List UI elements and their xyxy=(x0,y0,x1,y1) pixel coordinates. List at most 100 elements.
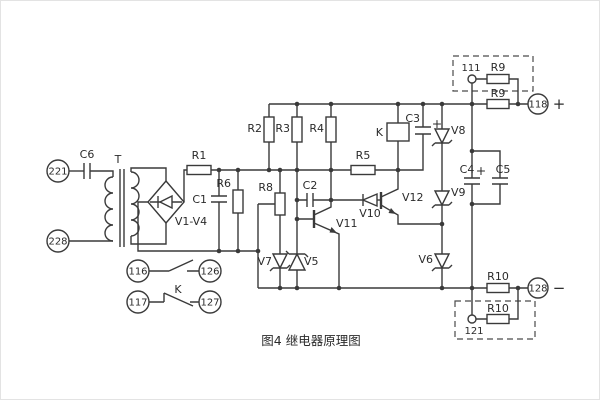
terminal-126-label: 126 xyxy=(200,267,219,278)
resistor-r8 xyxy=(274,192,286,216)
resistor-r1-label: R1 xyxy=(192,149,207,162)
bias-branch: R8 V7 xyxy=(257,170,291,288)
terminal-111 xyxy=(467,74,477,84)
resistor-r5 xyxy=(350,164,376,176)
diode-v7-label: V7 xyxy=(257,255,272,268)
wire xyxy=(476,288,519,320)
relay-coil-k-label: K xyxy=(376,126,384,139)
negative-sign: − xyxy=(553,279,566,297)
resistor-r9-top-label: R9 xyxy=(491,61,506,74)
resistor-r4 xyxy=(325,116,337,143)
diode-v7 xyxy=(271,253,289,270)
diode-v6-label: V6 xyxy=(418,253,433,266)
diode-v5-label: V5 xyxy=(304,255,319,268)
wire xyxy=(476,78,519,104)
relay-coil-k xyxy=(386,122,410,142)
capacitor-c3-label: C3 xyxy=(405,112,420,125)
junction-dots xyxy=(216,101,521,291)
terminal-121 xyxy=(467,314,477,324)
zener-v9-label: V9 xyxy=(451,186,466,199)
capacitor-c2-label: C2 xyxy=(303,179,318,192)
resistor-r3-label: R3 xyxy=(275,122,290,135)
relay-contact-k-label: K xyxy=(174,283,182,296)
capacitor-c3 xyxy=(415,126,431,135)
filter-section: R1 R5 C1 R6 xyxy=(186,134,424,251)
resistor-r6 xyxy=(232,189,244,214)
mid-rail-right xyxy=(375,134,424,171)
relay-coil-section: K C3 + xyxy=(376,104,442,170)
capacitor-c4 xyxy=(464,177,480,185)
transformer-label: T xyxy=(114,153,122,166)
wire xyxy=(130,223,167,245)
resistor-r9-main-label: R9 xyxy=(491,87,506,100)
transistor-v11: V11 xyxy=(297,200,358,288)
terminal-118-label: 118 xyxy=(528,100,547,111)
r8-tap-wire xyxy=(257,203,275,288)
diode-v6 xyxy=(433,253,451,270)
resistor-r5-label: R5 xyxy=(356,149,371,162)
v11-emitter-arrow xyxy=(329,227,337,233)
terminal-127-label: 127 xyxy=(200,298,219,309)
resistor-r10-main-label: R10 xyxy=(487,270,509,283)
transistor-v12-label: V12 xyxy=(402,191,424,204)
resistor-r2-label: R2 xyxy=(247,122,262,135)
figure-caption: 图4 继电器原理图 xyxy=(261,333,360,348)
zener-v8 xyxy=(433,128,451,145)
dashed-box-121 xyxy=(454,300,536,340)
output-section: C4 + C5 111 R9 R9 118 + R10 121 R10 128 … xyxy=(258,55,566,340)
wire xyxy=(472,150,501,205)
ac-input-section: 221 228 C6 T V1-V4 xyxy=(46,148,258,253)
contact-switch-1 xyxy=(149,259,199,272)
resistor-r8-label: R8 xyxy=(258,181,273,194)
terminal-117-label: 117 xyxy=(128,298,147,309)
contact-switch-2 xyxy=(149,292,199,307)
diode-v5-bar xyxy=(285,250,309,258)
dashed-box-111 xyxy=(452,55,534,92)
capacitor-c2 xyxy=(306,193,314,207)
bridge-diode xyxy=(158,194,173,210)
diode-v5 xyxy=(287,252,307,271)
wire xyxy=(90,170,114,177)
transistor-v11-label: V11 xyxy=(336,217,358,230)
primary-winding xyxy=(104,176,114,242)
transistor-v12: V12 xyxy=(379,170,442,225)
capacitor-c1 xyxy=(211,195,227,203)
resistor-r2 xyxy=(263,116,275,143)
c3-polarity: + xyxy=(432,116,442,131)
resistor-r3 xyxy=(291,116,303,143)
positive-sign: + xyxy=(553,95,566,113)
zener-v9 xyxy=(433,190,451,207)
bridge-rectifier-v1-v4: V1-V4 xyxy=(147,179,207,228)
wire xyxy=(130,167,167,181)
terminal-118 xyxy=(527,93,549,115)
v12-emitter xyxy=(380,204,442,225)
zener-chain: V8 V9 V6 xyxy=(418,104,466,288)
v11-emitter xyxy=(313,222,340,288)
c4-polarity: + xyxy=(476,163,486,178)
resistor-r1 xyxy=(186,164,212,176)
relay-contacts-section: 116 126 117 127 K xyxy=(126,259,222,314)
capacitor-c6 xyxy=(83,163,91,179)
bridge-label: V1-V4 xyxy=(175,215,207,228)
v12-emitter-arrow xyxy=(388,208,396,214)
resistor-r9-top xyxy=(486,73,510,85)
transformer-t: T xyxy=(104,153,140,247)
resistor-r10-main xyxy=(486,282,510,294)
capacitor-c6-label: C6 xyxy=(80,148,95,161)
resistor-r10-bottom xyxy=(486,313,510,325)
resistor-r6-label: R6 xyxy=(216,177,231,190)
amplifier-section: C2 V11 V5 V10 V12 xyxy=(285,170,442,288)
terminal-111-label: 111 xyxy=(461,63,480,74)
terminal-228-label: 228 xyxy=(48,237,67,248)
v12-collector xyxy=(380,170,399,198)
terminal-121-label: 121 xyxy=(464,326,483,337)
capacitor-c5-label: C5 xyxy=(496,163,511,176)
terminal-116-label: 116 xyxy=(128,267,147,278)
v11-collector xyxy=(313,200,332,216)
terminal-128 xyxy=(527,277,549,299)
core xyxy=(119,169,125,247)
dc-negative-rail xyxy=(137,201,258,252)
divider-section: R2 R3 R4 xyxy=(247,103,528,254)
